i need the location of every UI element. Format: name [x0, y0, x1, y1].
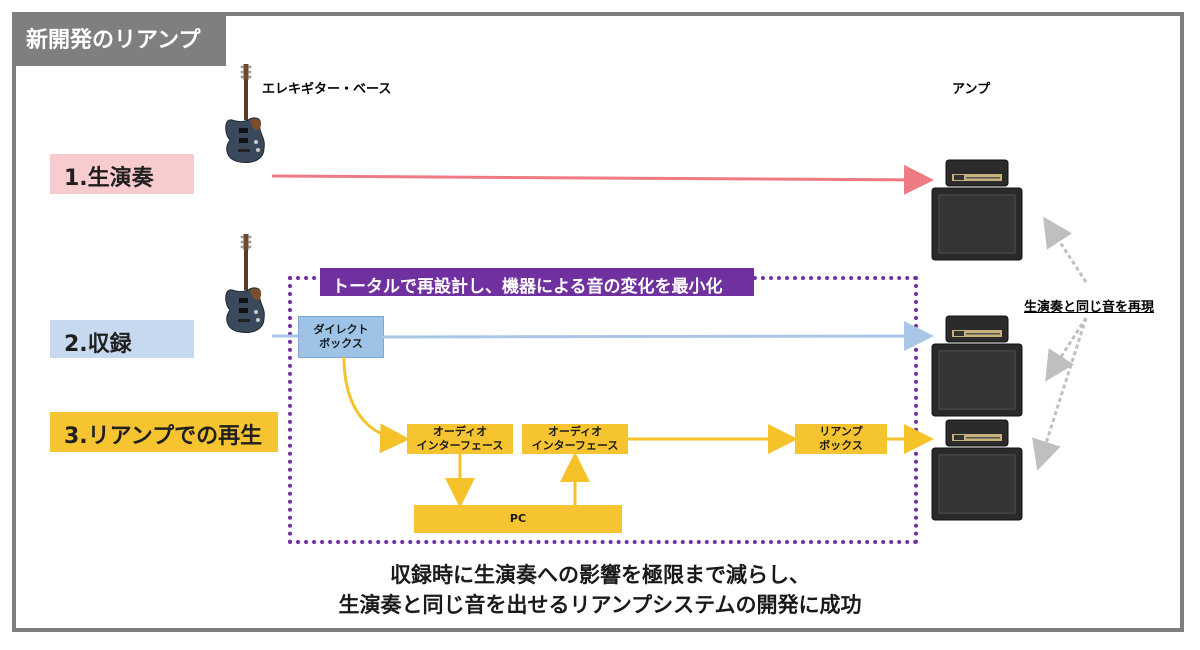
same-sound-arrow-low	[1032, 317, 1088, 471]
step-record-label: 2.収録	[50, 320, 194, 358]
guitar-icon-1	[225, 63, 265, 163]
amp-icon-3	[931, 419, 1023, 521]
amp-icon-1	[931, 159, 1023, 261]
guitar-icon-2	[225, 233, 265, 333]
direct-box: ダイレクト ボックス	[298, 316, 384, 358]
slide-title: 新開発のリアンプ	[12, 12, 226, 66]
guitar-label: エレキギター・ベース	[262, 82, 392, 97]
amp-label: アンプ	[952, 82, 991, 97]
pc-box: PC	[414, 505, 622, 533]
reamp-box: リアンプ ボックス	[795, 424, 887, 454]
audio-interface-in-box: オーディオ インターフェース	[407, 424, 513, 454]
redesign-banner: トータルで再設計し、機器による音の変化を最小化	[320, 268, 754, 297]
live-signal-arrow	[271, 164, 934, 195]
step-reamp-label: 3.リアンプでの再生	[50, 412, 278, 452]
conclusion-line-2: 生演奏と同じ音を出せるリアンプシステムの開発に成功	[338, 593, 862, 617]
audio-interface-out-box: オーディオ インターフェース	[522, 424, 628, 454]
same-sound-arrow-mid	[1045, 317, 1088, 382]
same-sound-label: 生演奏と同じ音を再現	[1024, 300, 1155, 315]
amp-icon-2	[931, 315, 1023, 417]
conclusion-line-1: 収録時に生演奏への影響を極限まで減らし、	[390, 563, 810, 587]
same-sound-arrow-up	[1043, 216, 1088, 283]
step-live-label: 1.生演奏	[50, 154, 194, 194]
conclusion-text: 収録時に生演奏への影響を極限まで減らし、 生演奏と同じ音を出せるリアンプシステム…	[200, 560, 1000, 620]
record-signal-arrow	[381, 321, 934, 352]
di-to-interface-arrow	[342, 356, 410, 454]
